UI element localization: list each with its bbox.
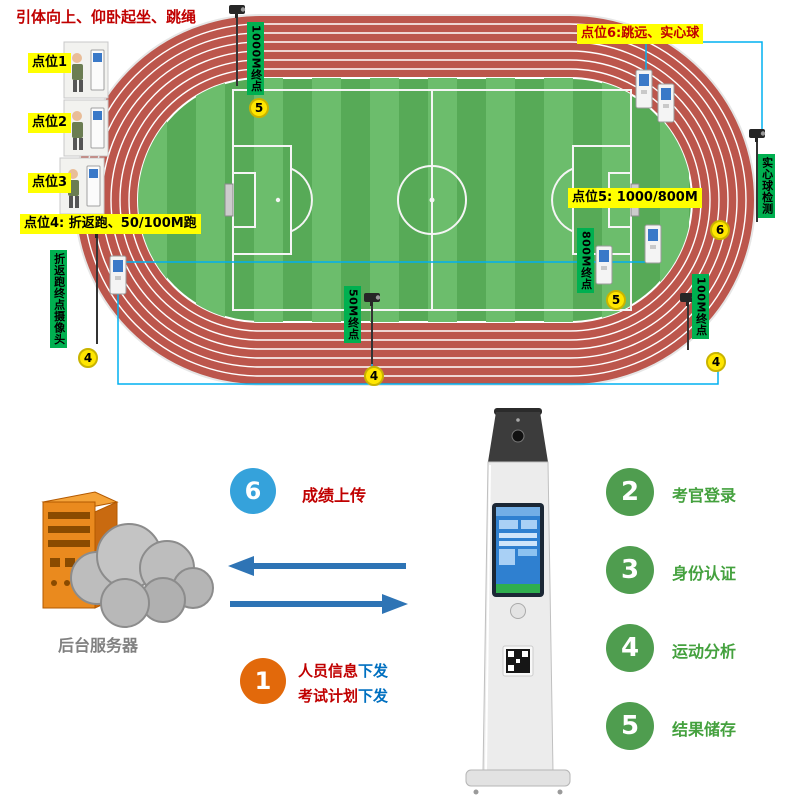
download-line1-suffix: 下发 <box>358 662 389 680</box>
tag-1000m-finish: 1000M终点 <box>247 22 264 96</box>
step-6-circle: 6 <box>230 468 276 514</box>
badge-4-bottom-right: 4 <box>706 352 726 372</box>
kiosk-qr-code <box>502 645 534 677</box>
tag-50m-finish: 50M终点 <box>344 286 361 343</box>
badge-6-right: 6 <box>710 220 730 240</box>
step-3-label: 身份认证 <box>672 564 737 583</box>
tag-100m-finish: 100M终点 <box>692 274 709 339</box>
kiosk-base <box>465 769 571 787</box>
kiosk-icon <box>635 69 653 109</box>
step-4-circle: 4 <box>606 624 654 672</box>
download-line-2: 考试计划下发 <box>298 685 388 706</box>
camera-poles <box>96 14 758 364</box>
step-1-circle: 1 <box>240 658 286 704</box>
cloud-icon <box>70 523 214 628</box>
badge-4-bottom: 4 <box>364 366 384 386</box>
kiosk-camera-lens <box>511 429 525 443</box>
badge-4-left: 4 <box>78 348 98 368</box>
kiosk-icon <box>644 224 662 264</box>
point-label-6: 点位6:跳远、实心球 <box>577 24 704 44</box>
badge-5-right: 5 <box>606 290 626 310</box>
arrow-left-icon <box>228 556 254 576</box>
step-5-circle: 5 <box>606 702 654 750</box>
point-label-2: 点位2 <box>28 113 72 133</box>
step-2-label: 考官登录 <box>672 486 737 505</box>
kiosk-speaker <box>510 603 526 619</box>
header-note: 引体向上、仰卧起坐、跳绳 <box>16 8 197 26</box>
kiosk-icon <box>657 83 675 123</box>
tag-shuttle-camera: 折返跑终点摄像头 <box>50 250 67 348</box>
arrow-right-shaft <box>230 601 382 607</box>
step-3-circle: 3 <box>606 546 654 594</box>
step-2-circle: 2 <box>606 468 654 516</box>
download-line1-main: 人员信息 <box>298 662 359 680</box>
kiosk-screen <box>492 503 544 597</box>
upload-label: 成绩上传 <box>302 486 367 505</box>
step-5-label: 结果储存 <box>672 720 737 739</box>
center-spot <box>429 197 435 203</box>
goal-left <box>224 183 234 217</box>
download-line2-suffix: 下发 <box>358 687 389 705</box>
kiosk-icon <box>595 245 613 285</box>
step-4-label: 运动分析 <box>672 642 737 661</box>
server-label: 后台服务器 <box>58 636 139 655</box>
download-line-1: 人员信息下发 <box>298 660 388 681</box>
camera-icon <box>749 129 766 142</box>
download-line2-main: 考试计划 <box>298 687 359 705</box>
point-label-1: 点位1 <box>28 53 72 73</box>
penalty-spot-left <box>275 197 281 203</box>
server-cloud-graphic <box>41 491 214 628</box>
tag-shotput-detect: 实心球检测 <box>758 154 775 218</box>
tag-800m-finish: 800M终点 <box>577 228 594 293</box>
point-label-4: 点位4: 折返跑、50/100M跑 <box>20 214 201 234</box>
badge-5-top: 5 <box>249 98 269 118</box>
track-diagram-graphics <box>59 5 766 386</box>
point-label-3: 点位3 <box>28 173 72 193</box>
arrow-left-shaft <box>254 563 406 569</box>
point-label-5: 点位5: 1000/800M <box>568 188 702 208</box>
test-kiosk-device <box>465 408 571 795</box>
kiosk-icon <box>109 255 127 295</box>
arrow-right-icon <box>382 594 408 614</box>
